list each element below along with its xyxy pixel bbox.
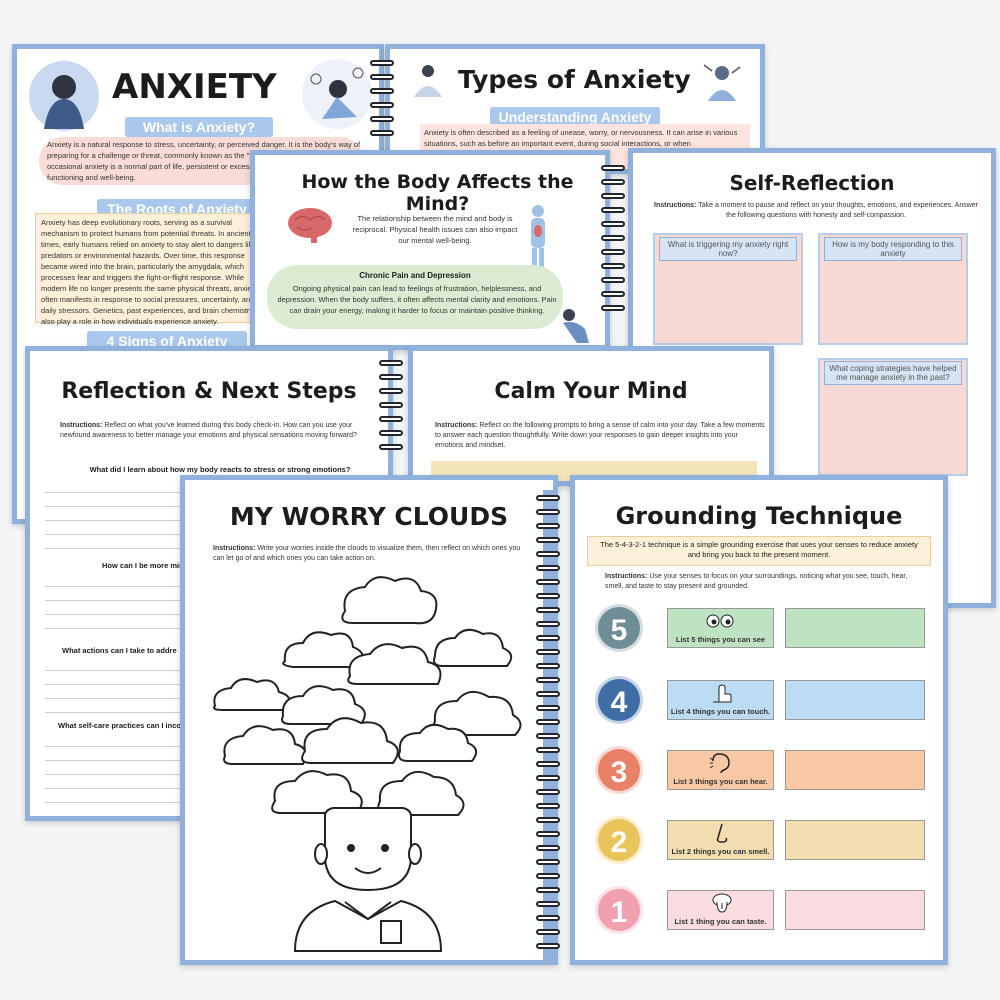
cloud (271, 770, 363, 814)
worry-clouds-illustration[interactable] (185, 566, 553, 965)
instructions: Instructions: Use your senses to focus o… (605, 572, 925, 592)
child-illustration (293, 807, 443, 952)
spiral-spine (543, 490, 553, 960)
instructions-text: Reflect on the following prompts to brin… (435, 422, 765, 449)
roots-text: Anxiety has deep evolutionary roots, ser… (41, 218, 258, 326)
doodle-illustration (700, 59, 745, 104)
question-4: What self-care practices can I inco (58, 721, 181, 730)
question-3: What coping strategies have helped me ma… (824, 361, 962, 385)
body-text: The relationship between the mind and bo… (352, 214, 518, 245)
instructions: Instructions: Reflect on what you've lea… (60, 421, 370, 441)
worry-clouds-page: MY WORRY CLOUDS Instructions: Write your… (180, 475, 558, 965)
spiral-binding (370, 60, 394, 144)
step-label-3: List 3 things you can hear. (667, 750, 774, 790)
ear-icon (709, 753, 730, 774)
chronic-text: Ongoing physical pain can lead to feelin… (277, 284, 557, 315)
stress-illustration (302, 59, 372, 129)
spiral-binding (536, 495, 560, 957)
step-number-4: 4 (595, 676, 643, 724)
nose-icon (716, 823, 728, 843)
body-page: How the Body Affects the Mind? The relat… (250, 150, 610, 350)
spiral-binding (379, 360, 403, 458)
step-label-2: List 2 things you can smell. (667, 820, 774, 860)
instructions-label: Instructions: (60, 422, 103, 429)
cloud (281, 685, 366, 725)
page-title: MY WORRY CLOUDS (229, 502, 509, 531)
brain-icon (285, 205, 335, 245)
tongue-icon (712, 893, 732, 913)
chronic-heading: Chronic Pain and Depression (359, 271, 471, 280)
what-heading: What is Anxiety? (125, 117, 273, 137)
answer-box-see[interactable] (785, 608, 925, 648)
page-title: Reflection & Next Steps (61, 379, 357, 404)
step-label-5: List 5 things you can see (667, 608, 774, 648)
cloud (282, 631, 364, 668)
understanding-heading: Understanding Anxiety (490, 107, 660, 127)
step-number-1: 1 (595, 886, 643, 934)
answer-box-touch[interactable] (785, 680, 925, 720)
cloud (398, 723, 478, 762)
answer-box-smell[interactable] (785, 820, 925, 860)
cloud (301, 717, 399, 764)
question-3: What actions can I take to addre (62, 646, 177, 655)
spiral-binding (601, 165, 625, 319)
instructions-text: Write your worries inside the clouds to … (213, 545, 521, 562)
step-number-3: 3 (595, 746, 643, 794)
woman-illustration (29, 61, 99, 131)
cloud (347, 643, 442, 685)
page-title: ANXIETY (112, 67, 277, 107)
answer-box-hear[interactable] (785, 750, 925, 790)
step-number-2: 2 (595, 816, 643, 864)
instructions-label: Instructions: (435, 422, 478, 429)
worried-illustration (408, 59, 448, 99)
answer-box-taste[interactable] (785, 890, 925, 930)
chronic-box (267, 265, 563, 329)
instructions-label: Instructions: (605, 573, 648, 580)
cloud (341, 576, 438, 625)
intro-box: The 5-4-3-2-1 technique is a simple grou… (587, 536, 931, 566)
eyes-icon (706, 614, 734, 628)
instructions: Instructions: Reflect on the following p… (435, 421, 765, 451)
cloud (433, 628, 513, 667)
page-title: How the Body Affects the Mind? (301, 171, 574, 215)
question-1: What did I learn about how my body react… (89, 465, 351, 474)
page-title: Grounding Technique (615, 502, 903, 530)
page-title: Self-Reflection (729, 171, 895, 195)
cloud (223, 725, 307, 765)
calm-page: Calm Your Mind Instructions: Reflect on … (408, 346, 774, 486)
back-pain-icon (555, 305, 595, 345)
instructions-label: Instructions: (213, 545, 256, 552)
hand-icon (713, 684, 732, 703)
grounding-page: Grounding Technique The 5-4-3-2-1 techni… (570, 475, 948, 965)
instructions-text: Reflect on what you've learned during th… (60, 422, 357, 439)
anatomy-icon (523, 203, 553, 273)
page-title: Calm Your Mind (494, 379, 688, 404)
instructions: Instructions: Take a moment to pause and… (651, 201, 981, 221)
page-title: Types of Anxiety (458, 65, 691, 94)
instructions-text: Use your senses to focus on your surroun… (605, 573, 908, 590)
question-1: What is triggering my anxiety right now? (659, 237, 797, 261)
step-number-5: 5 (595, 604, 643, 652)
types-text: Anxiety is often described as a feeling … (424, 128, 738, 148)
question-2: How can I be more mind (102, 561, 189, 570)
instructions: Instructions: Write your worries inside … (213, 544, 533, 564)
instructions-label: Instructions: (654, 202, 697, 209)
what-text: Anxiety is a natural response to stress,… (47, 140, 366, 182)
cloud (213, 678, 291, 711)
question-2: How is my body responding to this anxiet… (824, 237, 962, 261)
instructions-text: Take a moment to pause and reflect on yo… (698, 202, 978, 219)
